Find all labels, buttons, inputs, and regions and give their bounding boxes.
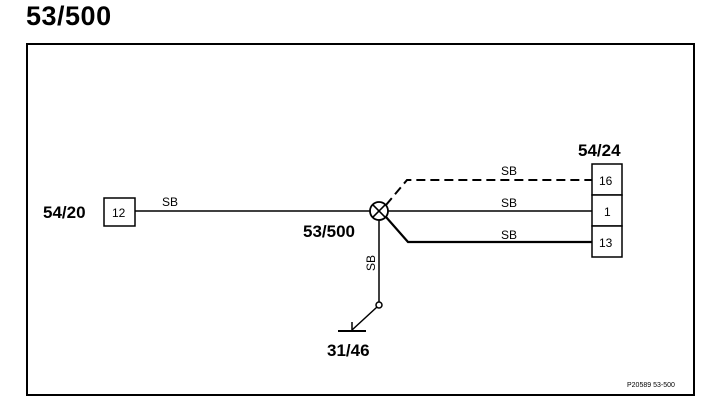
connector-54-24-pin-13: 13	[599, 236, 613, 250]
page-title: 53/500	[26, 1, 112, 31]
drawing-reference: P20589 53-500	[627, 382, 675, 389]
connector-54-20-pin-box	[103, 197, 136, 227]
wire-label-ground: SB	[364, 255, 378, 271]
splice-cross-b	[372, 204, 386, 218]
connector-54-20-pin-12: 12	[112, 206, 126, 220]
connector-label-54-24: 54/24	[578, 141, 621, 160]
diagram-frame	[26, 43, 695, 396]
connector-54-24-pin-16-box	[591, 163, 623, 196]
wire-label-left: SB	[162, 195, 178, 209]
ground-label-31-46: 31/46	[327, 341, 370, 360]
ground-terminal-icon	[375, 301, 383, 309]
splice-label-53-500: 53/500	[303, 222, 355, 241]
connector-54-24-pin-13-box	[591, 225, 623, 258]
connector-54-24-pin-16: 16	[599, 174, 613, 188]
ground-lead	[351, 306, 378, 331]
wire-label-pin-1: SB	[501, 196, 517, 210]
wire-label-pin-13: SB	[501, 228, 517, 242]
wire-splice-to-pin-13	[385, 216, 592, 244]
connector-54-24-pin-1: 1	[604, 205, 611, 219]
wire-splice-to-pin-16	[385, 179, 592, 206]
connector-label-54-20: 54/20	[43, 203, 86, 222]
wire-label-pin-16: SB	[501, 164, 517, 178]
